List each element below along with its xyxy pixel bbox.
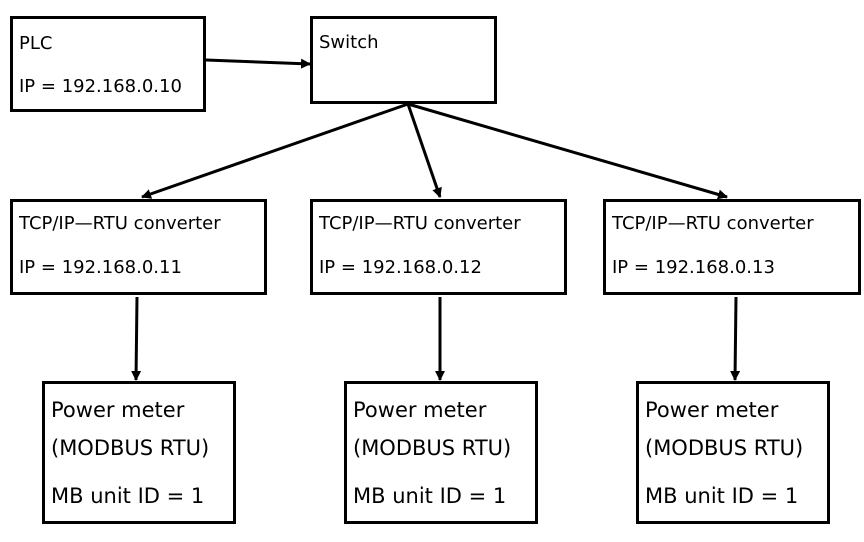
meter-name: Power meter <box>353 398 487 422</box>
converter-ip: IP = 192.168.0.12 <box>319 257 482 278</box>
converter-ip: IP = 192.168.0.11 <box>19 257 182 278</box>
switch-name: Switch <box>319 32 379 53</box>
arrow-switch-to-converter-2 <box>406 103 442 198</box>
converter-box-1: TCP/IP—RTU converter IP = 192.168.0.11 <box>10 199 267 295</box>
arrow-converter-3-to-meter-3 <box>730 296 741 381</box>
meter-protocol: (MODBUS RTU) <box>353 436 512 460</box>
meter-name: Power meter <box>51 398 185 422</box>
converter-box-3: TCP/IP—RTU converter IP = 192.168.0.13 <box>603 199 861 295</box>
plc-box: PLC IP = 192.168.0.10 <box>10 16 206 112</box>
power-meter-box-3: Power meter (MODBUS RTU) MB unit ID = 1 <box>636 381 830 524</box>
meter-unit-id: MB unit ID = 1 <box>353 484 507 508</box>
plc-ip: IP = 192.168.0.10 <box>19 76 182 97</box>
meter-protocol: (MODBUS RTU) <box>51 436 210 460</box>
meter-unit-id: MB unit ID = 1 <box>51 484 205 508</box>
plc-name: PLC <box>19 33 53 54</box>
converter-box-2: TCP/IP—RTU converter IP = 192.168.0.12 <box>310 199 567 295</box>
arrow-plc-to-switch <box>205 58 311 69</box>
meter-protocol: (MODBUS RTU) <box>645 436 804 460</box>
arrow-switch-to-converter-1 <box>141 102 409 199</box>
converter-name: TCP/IP—RTU converter <box>612 213 814 234</box>
switch-box: Switch <box>310 16 497 104</box>
power-meter-box-1: Power meter (MODBUS RTU) MB unit ID = 1 <box>42 381 236 524</box>
converter-name: TCP/IP—RTU converter <box>319 213 521 234</box>
converter-ip: IP = 192.168.0.13 <box>612 257 775 278</box>
meter-unit-id: MB unit ID = 1 <box>645 484 799 508</box>
meter-name: Power meter <box>645 398 779 422</box>
converter-name: TCP/IP—RTU converter <box>19 213 221 234</box>
power-meter-box-2: Power meter (MODBUS RTU) MB unit ID = 1 <box>344 381 538 524</box>
arrow-converter-1-to-meter-1 <box>131 296 142 381</box>
arrow-switch-to-converter-3 <box>407 102 728 200</box>
